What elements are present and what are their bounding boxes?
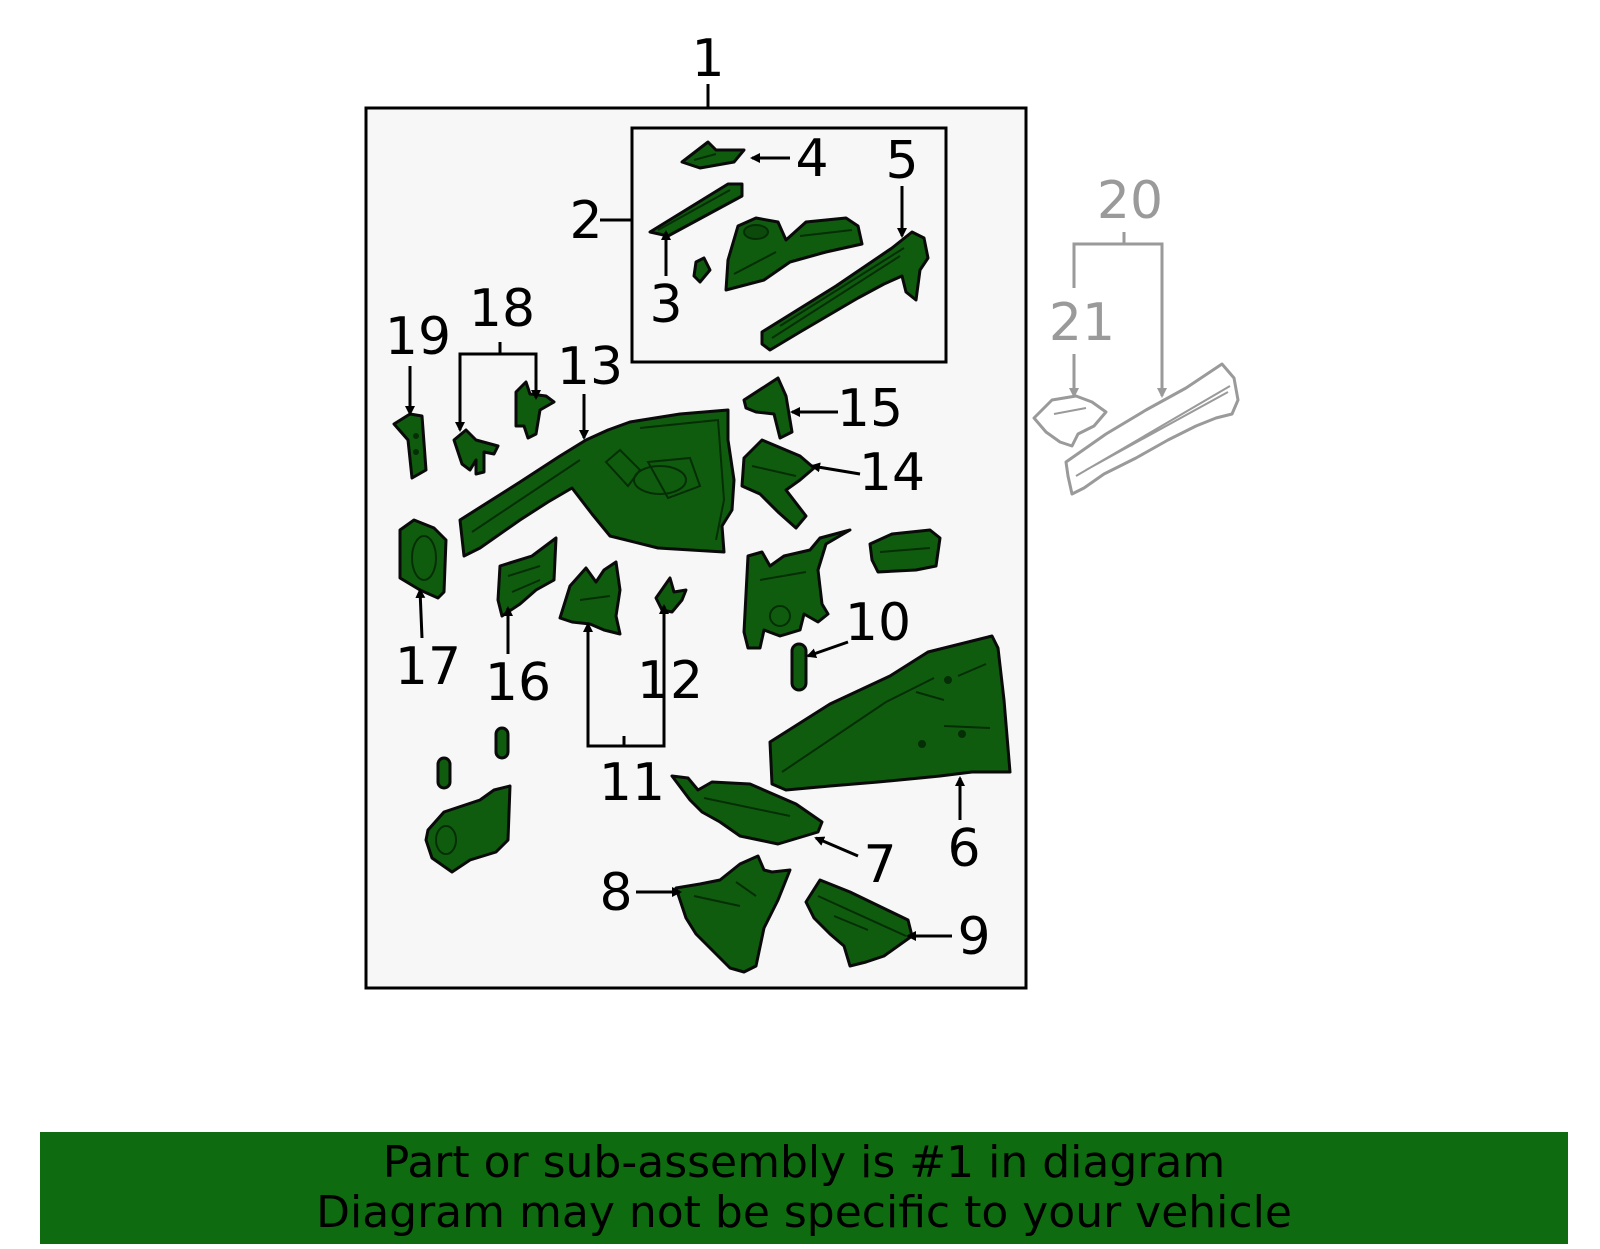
disclaimer-banner: Part or sub-assembly is #1 in diagram Di… — [40, 1132, 1568, 1244]
part-17[interactable] — [398, 518, 448, 600]
part-6[interactable] — [768, 634, 1012, 792]
callout-15: 15 — [837, 379, 903, 439]
part-10[interactable] — [790, 642, 808, 692]
part-bolt-b[interactable] — [494, 726, 510, 760]
part-4[interactable] — [680, 140, 746, 170]
callout-16: 16 — [485, 653, 551, 713]
part-11[interactable] — [558, 560, 622, 636]
callout-11: 11 — [599, 753, 665, 813]
part-5[interactable] — [760, 230, 930, 352]
part-bolt-a[interactable] — [436, 756, 452, 790]
callout-10: 10 — [845, 593, 911, 653]
part-apron-upper[interactable] — [724, 216, 864, 292]
callout-19: 19 — [385, 307, 451, 367]
callout-12: 12 — [637, 651, 703, 711]
banner-line-2: Diagram may not be specific to your vehi… — [316, 1187, 1292, 1238]
callout-1: 1 — [691, 29, 724, 89]
part-inner-pillar[interactable] — [742, 528, 852, 650]
callout-21: 21 — [1049, 293, 1115, 353]
part-13[interactable] — [458, 408, 736, 558]
part-bracket-right[interactable] — [868, 528, 942, 574]
callout-3: 3 — [649, 275, 682, 335]
part-7[interactable] — [670, 774, 824, 846]
part-9[interactable] — [804, 878, 914, 968]
callout-6: 6 — [947, 819, 980, 879]
part-20[interactable] — [1064, 362, 1240, 496]
callout-9: 9 — [957, 907, 990, 967]
callout-18: 18 — [469, 279, 535, 339]
callout-17: 17 — [395, 637, 461, 697]
part-16[interactable] — [496, 536, 558, 618]
part-21[interactable] — [1032, 394, 1108, 448]
part-14[interactable] — [740, 438, 816, 530]
callout-2: 2 — [569, 191, 602, 251]
part-8[interactable] — [674, 854, 792, 974]
callout-13: 13 — [557, 337, 623, 397]
part-15[interactable] — [742, 376, 794, 440]
callout-8: 8 — [599, 863, 632, 923]
callout-7: 7 — [863, 835, 896, 895]
part-lower-left-bracket[interactable] — [424, 784, 512, 874]
callout-14: 14 — [859, 443, 925, 503]
callout-4: 4 — [795, 129, 828, 189]
part-18[interactable] — [452, 380, 556, 476]
callout-5: 5 — [885, 131, 918, 191]
banner-line-1: Part or sub-assembly is #1 in diagram — [382, 1137, 1226, 1188]
callout-20: 20 — [1097, 171, 1163, 231]
